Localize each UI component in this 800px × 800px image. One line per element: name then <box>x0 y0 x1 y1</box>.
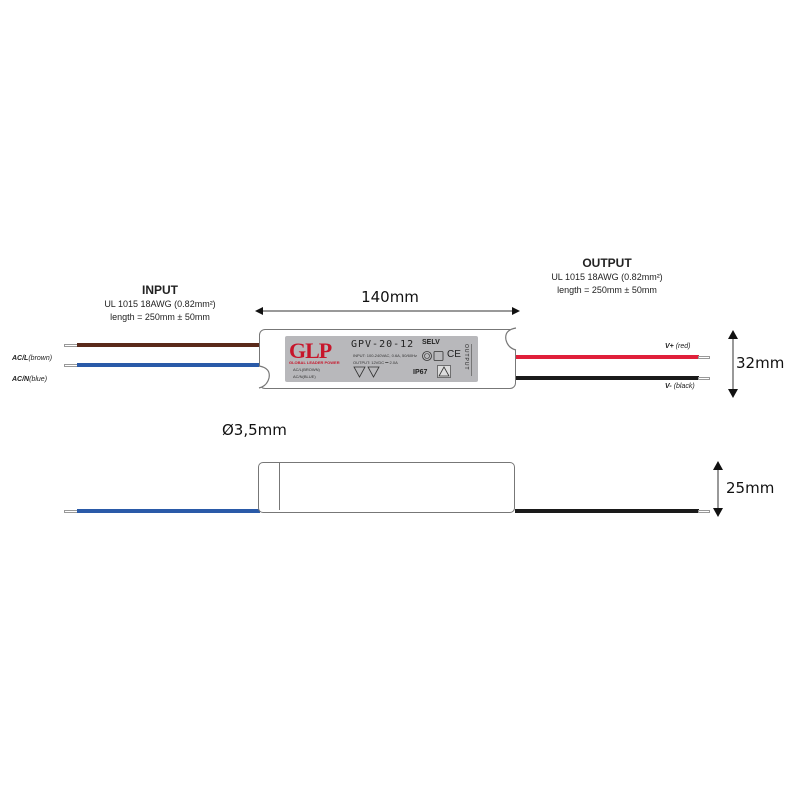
brown-wire-strip <box>64 344 78 347</box>
input-length-spec: length = 250mm ± 50mm <box>110 312 210 322</box>
input-cable-spec: UL 1015 18AWG (0.82mm²) <box>104 299 216 309</box>
output-side-marking: OUTPUT <box>463 344 469 371</box>
product-label-plate: GLP GLOBAL LEADER POWER AC/L(BROWN) AC/N… <box>285 336 478 382</box>
hole-diameter-label: Ø3,5mm <box>222 421 287 439</box>
driver-case-top-view: GLP GLOBAL LEADER POWER AC/L(BROWN) AC/N… <box>259 329 516 389</box>
output-length-spec: length = 250mm ± 50mm <box>557 285 657 295</box>
ac-l-marking: AC/L(BROWN) <box>293 367 320 372</box>
height-dimension-arrow-icon <box>713 461 723 517</box>
model-number: GPV-20-12 <box>351 339 415 350</box>
mounting-hole-left-icon <box>258 365 270 389</box>
red-wire <box>516 355 699 359</box>
driver-case-side-view <box>258 462 515 513</box>
ip-rating: IP67 <box>413 369 428 376</box>
side-blue-wire-strip <box>64 510 78 513</box>
safety-symbols-icon <box>422 351 444 361</box>
ce-mark: CE <box>447 349 461 360</box>
blue-wire-strip <box>64 364 78 367</box>
black-wire <box>516 376 699 380</box>
v-plus-label: V+ (red) <box>665 343 691 350</box>
side-black-wire-strip <box>698 510 710 513</box>
ac-n-marking: AC/N(BLUE) <box>293 374 316 379</box>
length-dimension-arrow-icon <box>255 307 520 315</box>
output-spec: OUTPUT: 12VDC ⎓ 2.0A <box>353 360 398 365</box>
mounting-hole-right-icon <box>505 327 517 351</box>
output-title: OUTPUT <box>582 256 632 270</box>
brown-wire <box>77 343 262 347</box>
ac-n-label: AC/N(blue) <box>12 376 48 383</box>
case-end-cap <box>259 463 280 510</box>
ac-l-label: AC/L(brown) <box>12 355 53 362</box>
output-cable-spec: UL 1015 18AWG (0.82mm²) <box>551 272 663 282</box>
red-wire-strip <box>698 356 710 359</box>
warning-triangle-icon <box>437 365 451 378</box>
height-dimension-label: 25mm <box>726 479 775 497</box>
brand-logo: GLP <box>289 338 332 363</box>
black-wire-strip <box>698 377 710 380</box>
input-spec: INPUT: 100-240VAC, 0.6A, 50/60Hz <box>353 353 417 358</box>
blue-wire <box>77 363 262 367</box>
selv-mark: SELV <box>422 339 440 346</box>
side-black-wire <box>515 509 699 513</box>
input-title: INPUT <box>142 283 178 297</box>
length-dimension-label: 140mm <box>361 288 419 306</box>
certification-triangles-icon <box>353 366 380 378</box>
width-dimension-label: 32mm <box>736 354 785 372</box>
label-divider <box>471 344 477 376</box>
width-dimension-arrow-icon <box>728 330 738 398</box>
side-blue-wire <box>77 509 260 513</box>
brand-subtitle: GLOBAL LEADER POWER <box>289 360 340 365</box>
v-minus-label: V- (black) <box>665 383 695 390</box>
